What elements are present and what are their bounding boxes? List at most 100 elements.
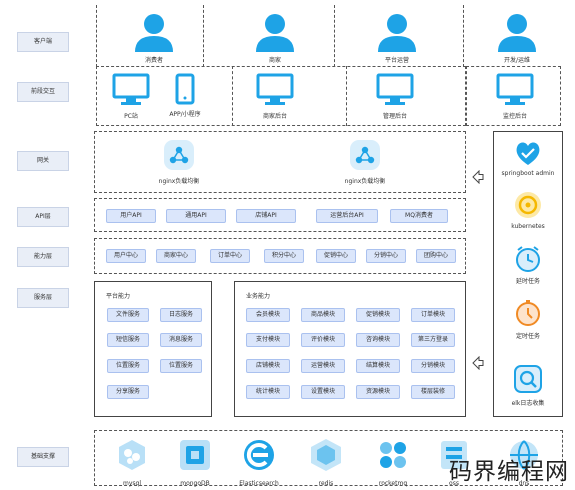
scheduled-task-icon (516, 300, 540, 326)
capability-item: 用户中心 (106, 249, 146, 263)
capability-box (94, 238, 466, 274)
business-item: 会员模块 (246, 308, 290, 322)
redis-icon (311, 439, 341, 471)
api-item: 通用API (166, 209, 226, 223)
monitor-icon (256, 73, 294, 105)
business-item: 分销模块 (411, 359, 455, 373)
frontend-divider (346, 66, 347, 126)
infra-label: Elasticsearch (239, 480, 279, 487)
client-divider (334, 5, 335, 67)
layer-label-frontend: 前段交互 (17, 82, 69, 102)
platform-item: 短信服务 (107, 333, 149, 347)
nginx-lb-icon (350, 140, 380, 170)
layer-label-capability: 能力层 (17, 247, 69, 267)
capability-item: 团购中心 (416, 249, 456, 263)
front-label-pc: PC站 (124, 113, 138, 120)
client-divider (203, 5, 204, 67)
capability-item: 积分中心 (264, 249, 304, 263)
business-item: 促销模块 (356, 308, 400, 322)
business-item: 商品模块 (301, 308, 345, 322)
monitor-icon (496, 73, 534, 105)
mongodb-icon (180, 440, 210, 470)
ops-label: kubernetes (511, 223, 545, 230)
arrow-left-icon (472, 356, 484, 370)
client-label-consumer: 消费者 (144, 57, 163, 64)
client-label-operator: 平台运营 (384, 57, 409, 64)
operator-icon (378, 14, 416, 52)
front-label-merchant-admin: 商家后台 (262, 113, 287, 120)
front-label-admin: 管理后台 (382, 113, 407, 120)
delay-task-icon (516, 246, 540, 272)
ops-panel (493, 131, 563, 417)
mobile-icon (175, 73, 195, 105)
api-item: MQ消费者 (390, 209, 448, 223)
springboot-admin-icon (516, 142, 540, 165)
rocketmq-icon (380, 442, 406, 468)
layer-label-api: API层 (17, 207, 69, 227)
gateway-label: nginx负载均衡 (158, 178, 200, 185)
platform-item: 位置服务 (107, 359, 149, 373)
arrow-left-icon (472, 170, 484, 184)
oss-icon (441, 441, 467, 469)
platform-title: 平台能力 (106, 293, 131, 300)
api-item: 用户API (106, 209, 156, 223)
platform-capability-box (94, 281, 212, 417)
gateway-box (94, 131, 466, 193)
monitor-icon (112, 73, 150, 105)
layer-label-gateway: 网关 (17, 151, 69, 171)
platform-item: 位置服务 (160, 359, 202, 373)
api-item: 店铺API (236, 209, 296, 223)
ops-label: 定时任务 (515, 333, 540, 340)
elasticsearch-icon (244, 440, 274, 470)
business-item: 运营模块 (301, 359, 345, 373)
business-item: 评价模块 (301, 333, 345, 347)
business-capability-box (234, 281, 466, 417)
monitor-icon (376, 73, 414, 105)
layer-label-service: 服务层 (17, 288, 69, 308)
front-label-app: APP/小程序 (169, 111, 201, 118)
gateway-label: nginx负载均衡 (344, 178, 386, 185)
business-item: 统计模块 (246, 385, 290, 399)
infra-label: redis (318, 480, 334, 487)
front-label-monitor: 监控后台 (502, 113, 527, 120)
devops-icon (498, 14, 536, 52)
elk-log-icon (514, 365, 542, 393)
platform-item: 文件服务 (107, 308, 149, 322)
business-item: 咨询模块 (356, 333, 400, 347)
client-label-merchant: 商家 (268, 57, 281, 64)
monitor-front-box (466, 66, 561, 126)
kubernetes-icon (515, 192, 541, 218)
business-item: 第三方登录 (411, 333, 455, 347)
infra-label: oss (449, 480, 459, 487)
frontend-divider (232, 66, 233, 126)
infra-label: mysql (123, 480, 141, 487)
api-item: 运营后台API (316, 209, 378, 223)
client-divider (96, 5, 97, 67)
business-item: 店铺模块 (246, 359, 290, 373)
capability-item: 促销中心 (316, 249, 356, 263)
business-item: 订单模块 (411, 308, 455, 322)
watermark: 码界编程网 (449, 459, 569, 485)
layer-label-client: 客户端 (17, 32, 69, 52)
nginx-lb-icon (164, 140, 194, 170)
infra-label: dns (518, 480, 530, 487)
capability-item: 商家中心 (156, 249, 196, 263)
business-item: 设置模块 (301, 385, 345, 399)
platform-item: 日志服务 (160, 308, 202, 322)
infra-label: rocketmq (378, 480, 408, 487)
mysql-icon (119, 440, 145, 470)
platform-item: 分享服务 (107, 385, 149, 399)
dns-icon (510, 440, 538, 470)
business-item: 资源模块 (356, 385, 400, 399)
consumer-icon (135, 14, 173, 52)
client-label-devops: 开发/运维 (503, 57, 531, 64)
business-item: 支付模块 (246, 333, 290, 347)
capability-item: 订单中心 (210, 249, 250, 263)
capability-item: 分销中心 (366, 249, 406, 263)
layer-label-infra: 基础支撑 (17, 447, 69, 467)
business-item: 结算模块 (356, 359, 400, 373)
client-divider (463, 5, 464, 67)
business-title: 业务能力 (246, 293, 271, 300)
ops-label: springboot admin (501, 170, 555, 177)
api-box (94, 198, 466, 232)
